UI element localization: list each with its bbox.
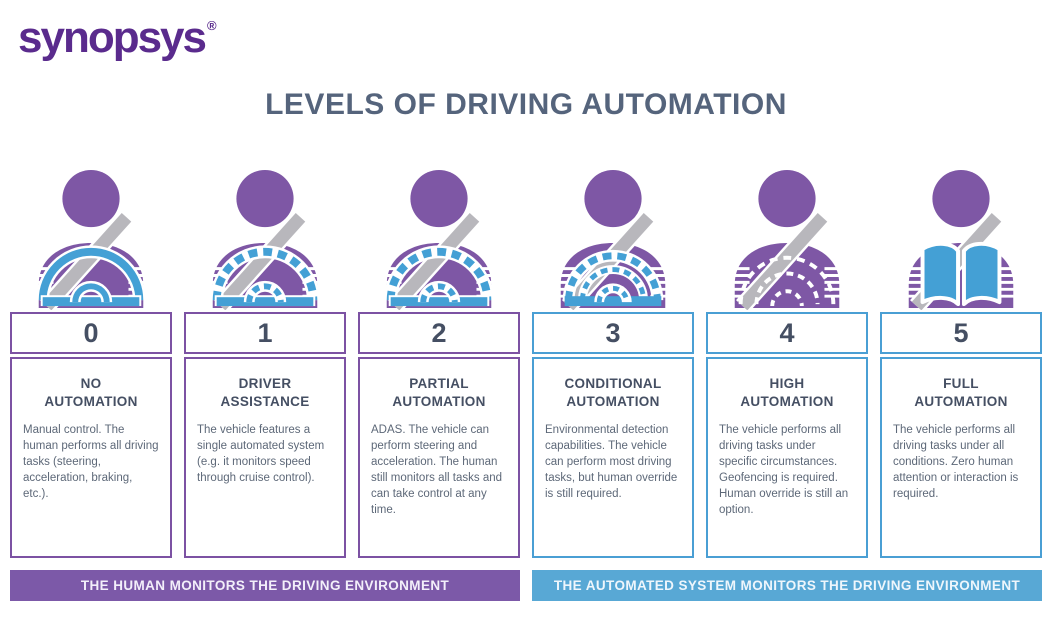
level-card: FULL AUTOMATION The vehicle performs all… bbox=[880, 357, 1042, 558]
level-name: PARTIAL AUTOMATION bbox=[392, 376, 486, 410]
driver-wheel-dashed-icon bbox=[373, 158, 505, 310]
level-name: FULL AUTOMATION bbox=[914, 376, 1008, 410]
level-card: HIGH AUTOMATION The vehicle performs all… bbox=[706, 357, 868, 558]
level-number: 5 bbox=[953, 317, 969, 348]
level-description: Environmental detection capabilities. Th… bbox=[545, 424, 678, 500]
level-name: HIGH AUTOMATION bbox=[740, 376, 834, 410]
level-description: ADAS. The vehicle can perform steering a… bbox=[371, 424, 503, 516]
level-column-1: 1 DRIVER ASSISTANCE The vehicle features… bbox=[184, 158, 346, 558]
synopsys-logo: synopsys® bbox=[18, 16, 217, 60]
level-description: The vehicle features a single automated … bbox=[197, 424, 325, 485]
level-column-4: 4 HIGH AUTOMATION The vehicle performs a… bbox=[706, 158, 868, 558]
level-number: 3 bbox=[605, 317, 621, 348]
driver-wheel-dashed-icon bbox=[199, 158, 331, 310]
human-monitors-banner: THE HUMAN MONITORS THE DRIVING ENVIRONME… bbox=[10, 570, 520, 601]
level-card: DRIVER ASSISTANCE The vehicle features a… bbox=[184, 357, 346, 558]
level-number: 0 bbox=[83, 317, 99, 348]
level-number-box: 2 bbox=[358, 312, 520, 354]
registered-trademark-symbol: ® bbox=[206, 18, 217, 33]
page-title: LEVELS OF DRIVING AUTOMATION bbox=[265, 88, 787, 121]
level-card: CONDITIONAL AUTOMATION Environmental det… bbox=[532, 357, 694, 558]
level-description: The vehicle performs all driving tasks u… bbox=[893, 424, 1019, 500]
driver-wheel-ghost-icon bbox=[721, 158, 853, 310]
level-number-box: 3 bbox=[532, 312, 694, 354]
level-number-box: 1 bbox=[184, 312, 346, 354]
logo-wordmark: synopsys bbox=[18, 13, 207, 62]
level-number: 2 bbox=[431, 317, 447, 348]
driver-wheel-dashed-double-icon bbox=[547, 158, 679, 310]
level-number: 4 bbox=[779, 317, 795, 348]
passenger-reading-book-icon bbox=[895, 158, 1027, 310]
level-name: NO AUTOMATION bbox=[44, 376, 138, 410]
level-card: NO AUTOMATION Manual control. The human … bbox=[10, 357, 172, 558]
level-card: PARTIAL AUTOMATION ADAS. The vehicle can… bbox=[358, 357, 520, 558]
level-column-3: 3 CONDITIONAL AUTOMATION Environmental d… bbox=[532, 158, 694, 558]
level-number-box: 0 bbox=[10, 312, 172, 354]
level-name: CONDITIONAL AUTOMATION bbox=[564, 376, 662, 410]
level-description: Manual control. The human performs all d… bbox=[23, 424, 159, 500]
level-number-box: 4 bbox=[706, 312, 868, 354]
levels-grid: 0 NO AUTOMATION Manual control. The huma… bbox=[10, 158, 1042, 558]
level-number: 1 bbox=[257, 317, 273, 348]
level-column-5: 5 FULL AUTOMATION The vehicle performs a… bbox=[880, 158, 1042, 558]
level-column-2: 2 PARTIAL AUTOMATION ADAS. The vehicle c… bbox=[358, 158, 520, 558]
automated-system-monitors-banner: THE AUTOMATED SYSTEM MONITORS THE DRIVIN… bbox=[532, 570, 1042, 601]
level-number-box: 5 bbox=[880, 312, 1042, 354]
driver-wheel-solid-icon bbox=[25, 158, 157, 310]
level-column-0: 0 NO AUTOMATION Manual control. The huma… bbox=[10, 158, 172, 558]
level-name: DRIVER ASSISTANCE bbox=[220, 376, 310, 410]
monitoring-banners: THE HUMAN MONITORS THE DRIVING ENVIRONME… bbox=[10, 570, 1042, 601]
level-description: The vehicle performs all driving tasks u… bbox=[719, 424, 849, 516]
